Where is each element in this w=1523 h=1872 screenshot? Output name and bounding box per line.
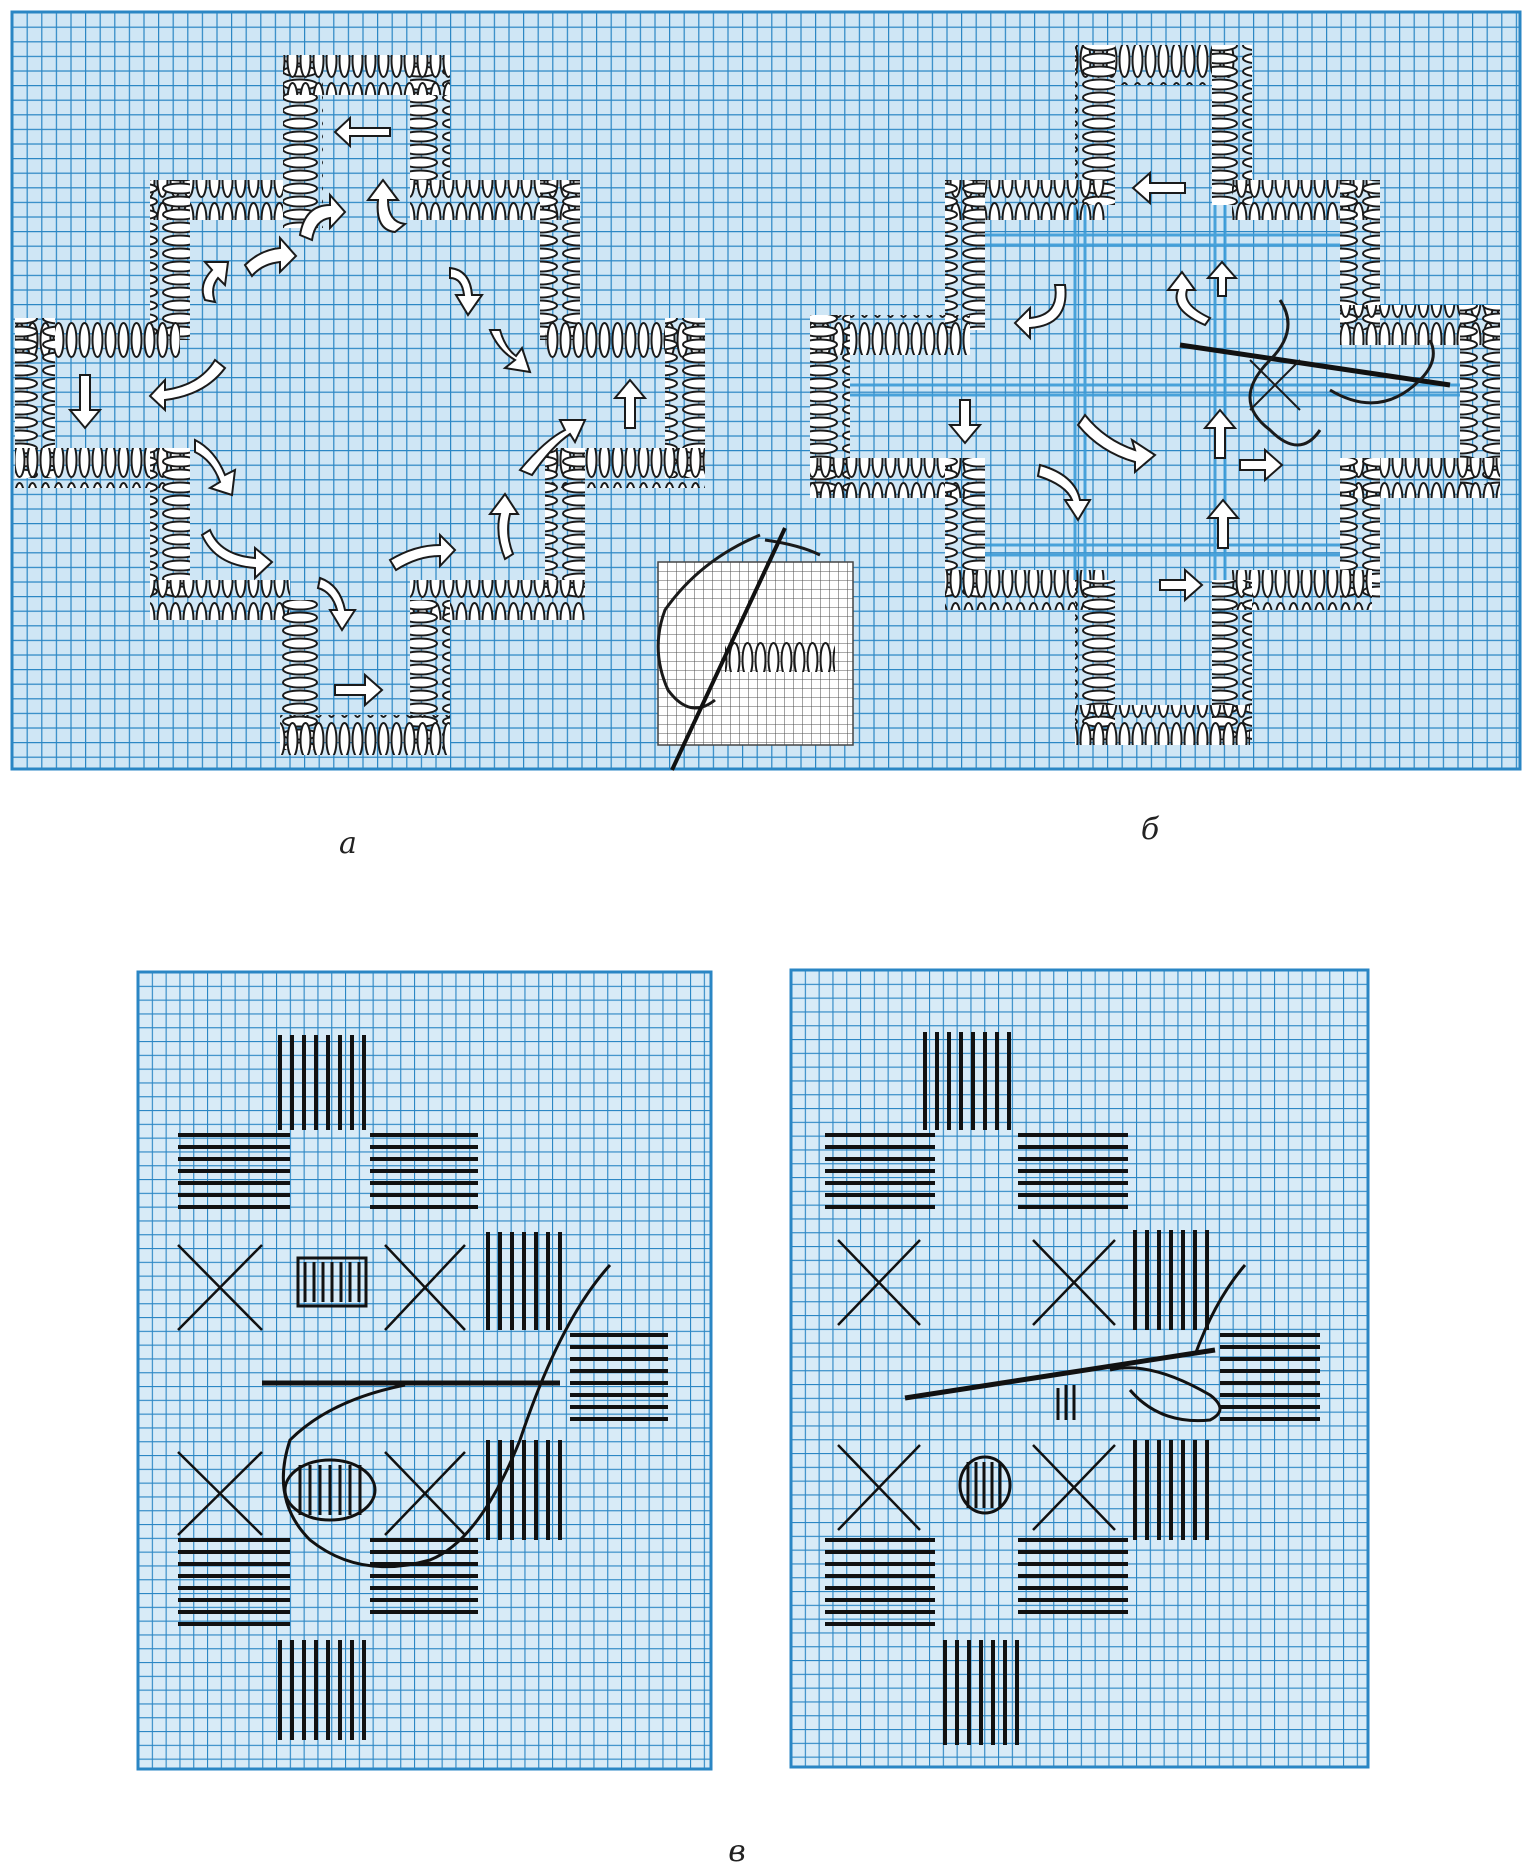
diagram-a-stitch-outline bbox=[15, 55, 705, 755]
diagram-v-left-stitches bbox=[177, 1035, 668, 1740]
diagram-b-needle-and-thread bbox=[1179, 299, 1451, 447]
diagram-v-left-needle bbox=[262, 1256, 612, 1569]
inset-needle-detail bbox=[656, 527, 854, 771]
caption-b: б bbox=[1140, 812, 1160, 847]
diagram-a-direction-arrows bbox=[67, 115, 648, 708]
diagram-b-direction-arrows bbox=[947, 170, 1284, 603]
caption-a: а bbox=[339, 826, 357, 861]
diagram-v-right-needle bbox=[904, 1264, 1247, 1515]
caption-v: в bbox=[728, 1834, 746, 1869]
diagram-v-right-stitches bbox=[825, 1032, 1320, 1745]
diagram-b-stitch-outline bbox=[810, 45, 1500, 745]
